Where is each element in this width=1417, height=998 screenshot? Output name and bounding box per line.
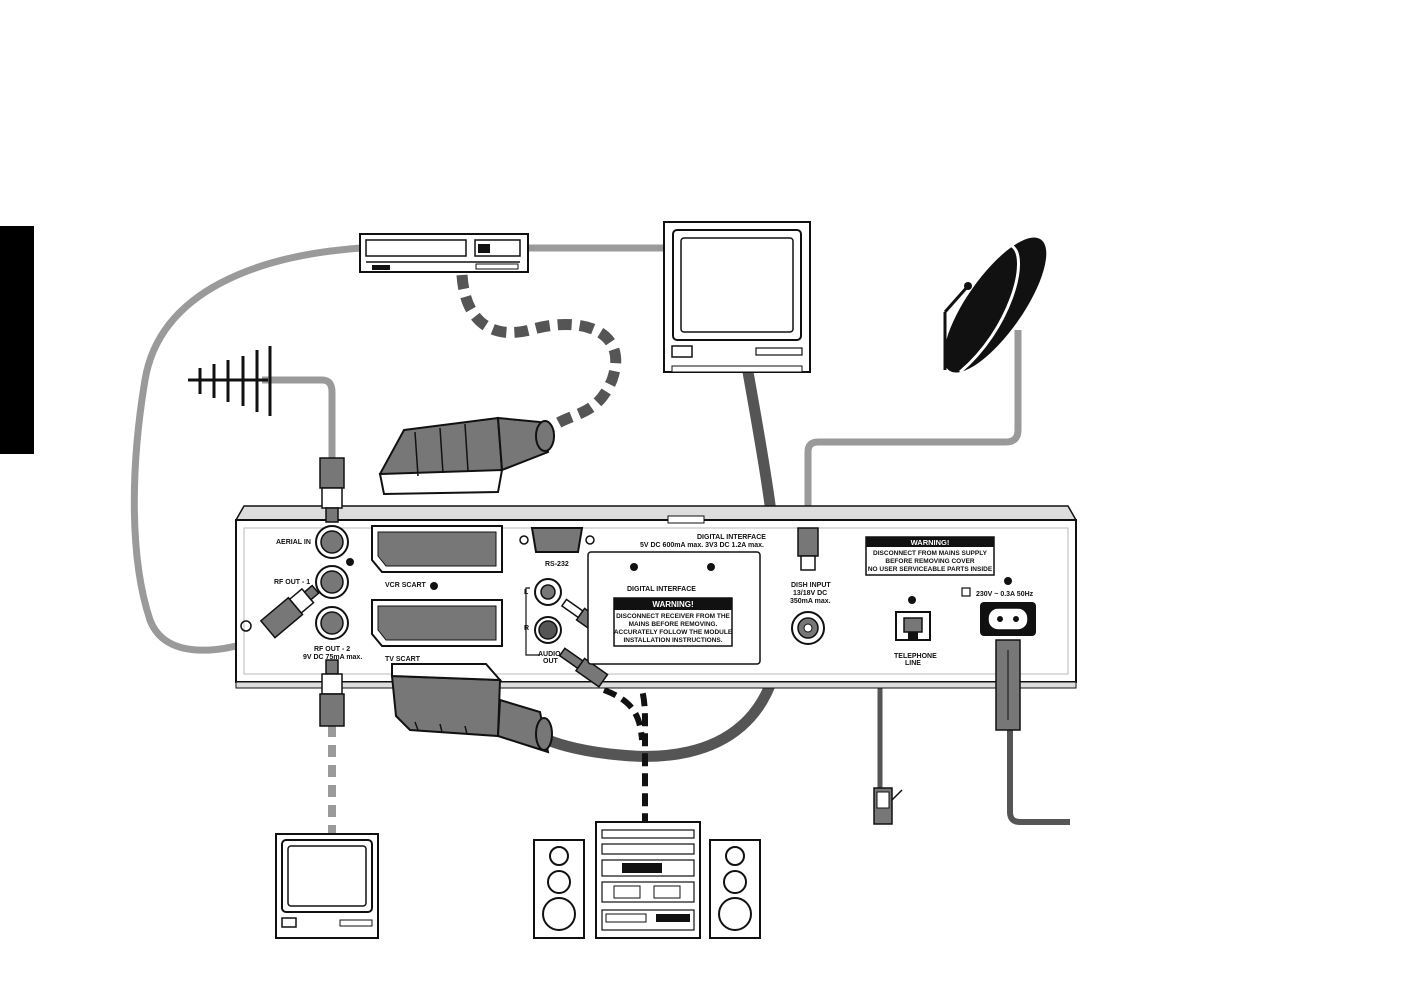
rs232-port[interactable] [519, 527, 595, 553]
aerial-in-socket[interactable] [315, 525, 349, 559]
telephone-line-label: LINE [905, 660, 921, 667]
dish-input-socket[interactable] [791, 611, 825, 645]
vcr [359, 233, 529, 273]
module-warning-title: WARNING! [652, 600, 693, 609]
rf-out-2-socket[interactable] [315, 606, 349, 640]
power-rating-label: 230V ~ 0.3A 50Hz [976, 591, 1034, 598]
audio-out-l-socket[interactable] [534, 578, 562, 606]
vcr-scart-label: VCR SCART [385, 582, 427, 589]
dish-input-voltage-label: 13/18V DC [793, 590, 827, 597]
cover-warning-line: BEFORE REMOVING COVER [885, 558, 975, 565]
digital-interface-bay-label: DIGITAL INTERFACE [627, 586, 696, 593]
tv-scart-cable [545, 371, 787, 762]
rf-out-2-plug [319, 659, 345, 727]
cover-warning-line: DISCONNECT FROM MAINS SUPPLY [873, 550, 988, 557]
vcr-scart-socket[interactable] [371, 525, 503, 573]
module-warning-line: ACCURATELY FOLLOW THE MODULE [614, 629, 733, 636]
dish-cable [804, 330, 1022, 530]
tv-second [275, 833, 379, 939]
tv-main [663, 221, 811, 373]
audio-out-label: AUDIO [538, 651, 561, 658]
cover-warning-label [865, 536, 995, 576]
digital-interface-spec: 5V DC 600mA max. 3V3 DC 1.2A max. [640, 542, 764, 549]
audio-r-plug [558, 647, 609, 688]
vcr-scart-plug [378, 416, 555, 496]
audio-out-label-2: OUT [543, 658, 559, 665]
aerial-antenna [188, 346, 272, 416]
scart-indicator-dot [430, 582, 438, 590]
dish-input-current-label: 350mA max. [790, 598, 831, 605]
tv-scart-plug [390, 663, 553, 754]
rf-out-2-label: RF OUT - 2 [314, 646, 350, 653]
audio-l-label: L [524, 589, 529, 596]
module-warning-line: INSTALLATION INSTRUCTIONS. [623, 637, 722, 644]
aerial-cable [262, 376, 336, 462]
cover-warning-title: WARNING! [911, 538, 950, 547]
rf-out-1-plug [259, 584, 320, 639]
hifi-system [533, 821, 761, 939]
tv-scart-label: TV SCART [385, 656, 421, 663]
audio-out-r-socket[interactable] [534, 616, 562, 644]
tv-scart-socket[interactable] [371, 599, 503, 647]
cover-warning-line: NO USER SERVICEABLE PARTS INSIDE [868, 566, 993, 573]
audio-bracket [525, 587, 540, 656]
module-warning-line: DISCONNECT RECEIVER FROM THE [616, 613, 730, 620]
rs232-label: RS-232 [545, 561, 569, 568]
module-warning-line: MAINS BEFORE REMOVING. [629, 621, 718, 628]
rf-out-1-label: RF OUT - 1 [274, 579, 310, 586]
telephone-socket[interactable] [895, 596, 931, 641]
page-edge-tab [0, 226, 34, 454]
aerial-in-label: AERIAL IN [276, 539, 311, 546]
dish-input-label: DISH INPUT [791, 582, 831, 589]
vcr-scart-cable [456, 274, 622, 437]
vcr-rf-out-cable [130, 244, 363, 654]
satellite-dish [943, 237, 1047, 374]
power-socket[interactable] [961, 577, 1036, 636]
digital-interface-bay [587, 551, 761, 665]
rf-indicator-dot [346, 558, 354, 566]
dish-input-plug [797, 527, 819, 571]
audio-r-label: R [524, 625, 529, 632]
telephone-plug [873, 787, 903, 825]
mains-cable [1007, 730, 1070, 825]
rf-out-2-spec-label: 9V DC 75mA max. [303, 654, 362, 661]
telephone-label: TELEPHONE [894, 653, 937, 660]
aerial-in-plug [319, 457, 345, 523]
mains-plug [995, 639, 1021, 731]
digital-interface-title: DIGITAL INTERFACE [697, 534, 766, 541]
rf-out-1-socket[interactable] [315, 565, 349, 599]
audio-cable-r [602, 687, 645, 741]
